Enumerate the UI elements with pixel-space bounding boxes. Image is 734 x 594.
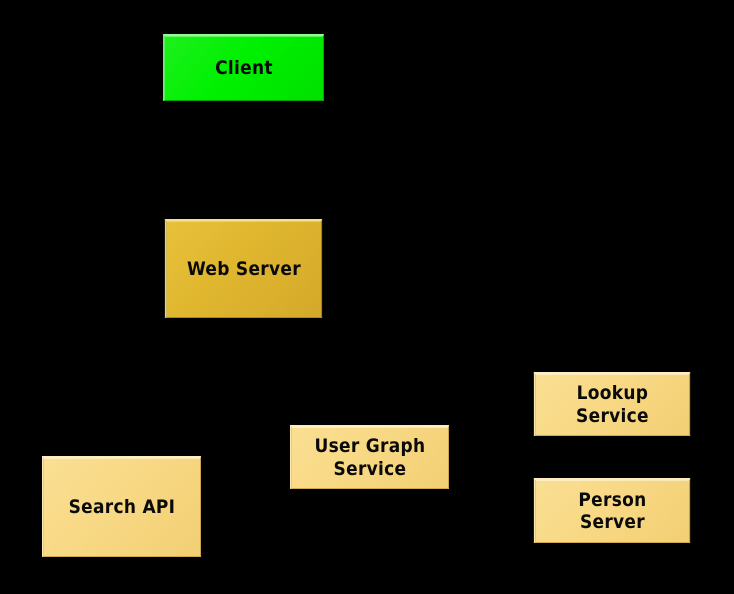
node-person-server[interactable]: Person Server	[533, 478, 691, 543]
node-user-graph-service-label: User Graph Service	[314, 435, 426, 480]
node-lookup-service-label: Lookup Service	[576, 382, 649, 427]
node-user-graph-service[interactable]: User Graph Service	[289, 425, 450, 489]
node-web-server[interactable]: Web Server	[164, 219, 323, 318]
node-search-api-label: Search API	[68, 495, 176, 518]
node-client[interactable]: Client	[163, 34, 324, 101]
node-person-server-label: Person Server	[578, 488, 647, 533]
node-client-label: Client	[215, 56, 273, 79]
node-lookup-service[interactable]: Lookup Service	[533, 372, 691, 436]
node-search-api[interactable]: Search API	[41, 456, 202, 557]
node-web-server-label: Web Server	[186, 257, 301, 280]
